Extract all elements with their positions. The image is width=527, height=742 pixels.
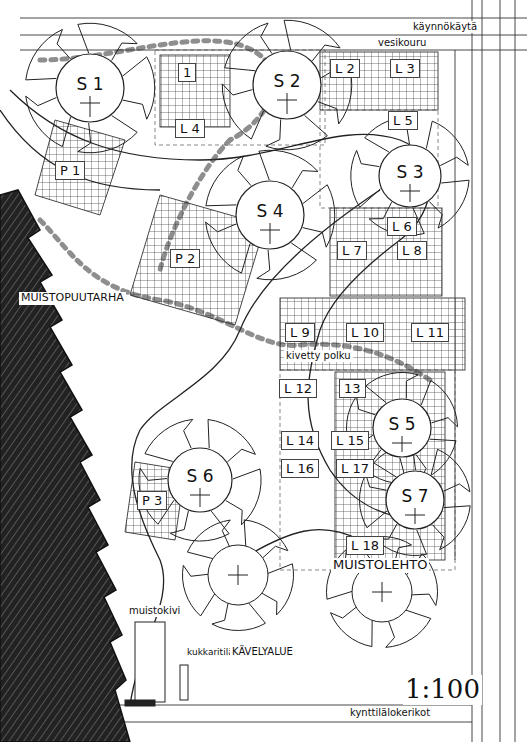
plan-label: MUISTOLEHTO (331, 558, 429, 573)
plan-label: kivetty polku (284, 350, 353, 362)
plot-label: L 6 (392, 219, 412, 234)
paving-plot: L 6 (387, 217, 417, 236)
crown-petal (123, 57, 155, 119)
plot-label: L 15 (336, 433, 364, 448)
plan-label: kynttilälokerikot (348, 707, 432, 719)
plot-label: L 10 (351, 325, 379, 340)
plot-label: L 2 (335, 61, 355, 76)
crown-petal (369, 202, 424, 235)
paving-plot: L 4 (175, 119, 205, 138)
memorial-stone (125, 622, 188, 706)
plot-label: P 2 (175, 251, 195, 266)
plot-label: L 8 (402, 243, 422, 258)
plot-label: L 9 (290, 325, 310, 340)
plot-label: L 16 (286, 461, 314, 476)
paving-plot: L 16 (281, 459, 319, 478)
paving-plot: P 1 (55, 161, 85, 180)
paving-plot: L 3 (390, 59, 420, 78)
plot-label: 13 (344, 381, 361, 396)
plan-label: vesikouru (376, 37, 428, 49)
building (0, 190, 130, 742)
plot-label: L 11 (416, 325, 444, 340)
plot-label: P 3 (142, 493, 162, 508)
plot-label: L 5 (393, 113, 413, 128)
tree-circle: S 4 (235, 180, 305, 250)
plan-label: käynnökäytä (411, 21, 479, 33)
paving-plot: L 17 (336, 459, 374, 478)
crown-petal (360, 474, 388, 527)
paving-plot: L 12 (279, 379, 317, 398)
plot-label: 1 (183, 65, 191, 80)
path-edges (0, 90, 430, 705)
plot-label: S 1 (74, 75, 105, 94)
plan-label: 1:100 (403, 675, 482, 705)
tree-circle: S 2 (252, 50, 322, 120)
paving-plot: L 8 (397, 241, 427, 260)
tree-circle: S 3 (378, 144, 442, 208)
plot-label: L 7 (342, 243, 362, 258)
paving-plot: L 7 (337, 241, 367, 260)
tree-circle: S 7 (385, 470, 445, 530)
paving-plot: L 5 (388, 111, 418, 130)
crown-petal (212, 603, 265, 630)
paving-plot: L 14 (281, 431, 319, 450)
paving-plot: P 3 (137, 491, 167, 510)
plot-label: L 18 (351, 538, 379, 553)
plan-label: KÄVELYALUE (230, 646, 295, 658)
plot-label: S 5 (386, 415, 417, 434)
crown-petal (351, 150, 381, 207)
tree-circle: S 6 (167, 447, 233, 513)
tree-circle: S 5 (372, 398, 432, 458)
tree-crowns (26, 20, 470, 647)
plot-label: L 14 (286, 433, 314, 448)
paving-plot: P 2 (170, 249, 200, 268)
plot-label: S 6 (184, 467, 215, 486)
crown-petal (303, 185, 335, 247)
plot-label: L 4 (180, 121, 200, 136)
plot-label: S 4 (254, 202, 285, 221)
paving-plot: L 9 (285, 323, 315, 342)
plan-label: MUISTOPUUTARHA (19, 292, 126, 305)
stone-paths (40, 41, 430, 380)
crown-petal (170, 511, 229, 541)
paving-plot: 1 (178, 63, 196, 82)
plan-label: kukkaritilä (185, 647, 236, 657)
crown-petal (366, 373, 418, 403)
paving-plot: L 11 (411, 323, 449, 342)
tree-mark (238, 565, 239, 585)
plot-label: P 1 (60, 163, 80, 178)
tree-mark (382, 582, 383, 602)
paving-plot: 13 (339, 379, 366, 398)
crown-petal (266, 115, 327, 149)
plot-label: L 17 (341, 461, 369, 476)
plot-label: S 7 (399, 487, 430, 506)
plot-label: L 12 (284, 381, 312, 396)
plan-label: muistokivi (127, 605, 182, 617)
plot-label: S 2 (271, 72, 302, 91)
plot-label: L 3 (395, 61, 415, 76)
tree-circle: S 1 (55, 53, 125, 123)
paving-plot: L 2 (330, 59, 360, 78)
tree-circle (208, 545, 268, 605)
plot-label: S 3 (394, 163, 425, 182)
paving-plot: L 10 (346, 323, 384, 342)
paving-plot: L 15 (331, 431, 369, 450)
paving-plot: L 18 (346, 536, 384, 555)
